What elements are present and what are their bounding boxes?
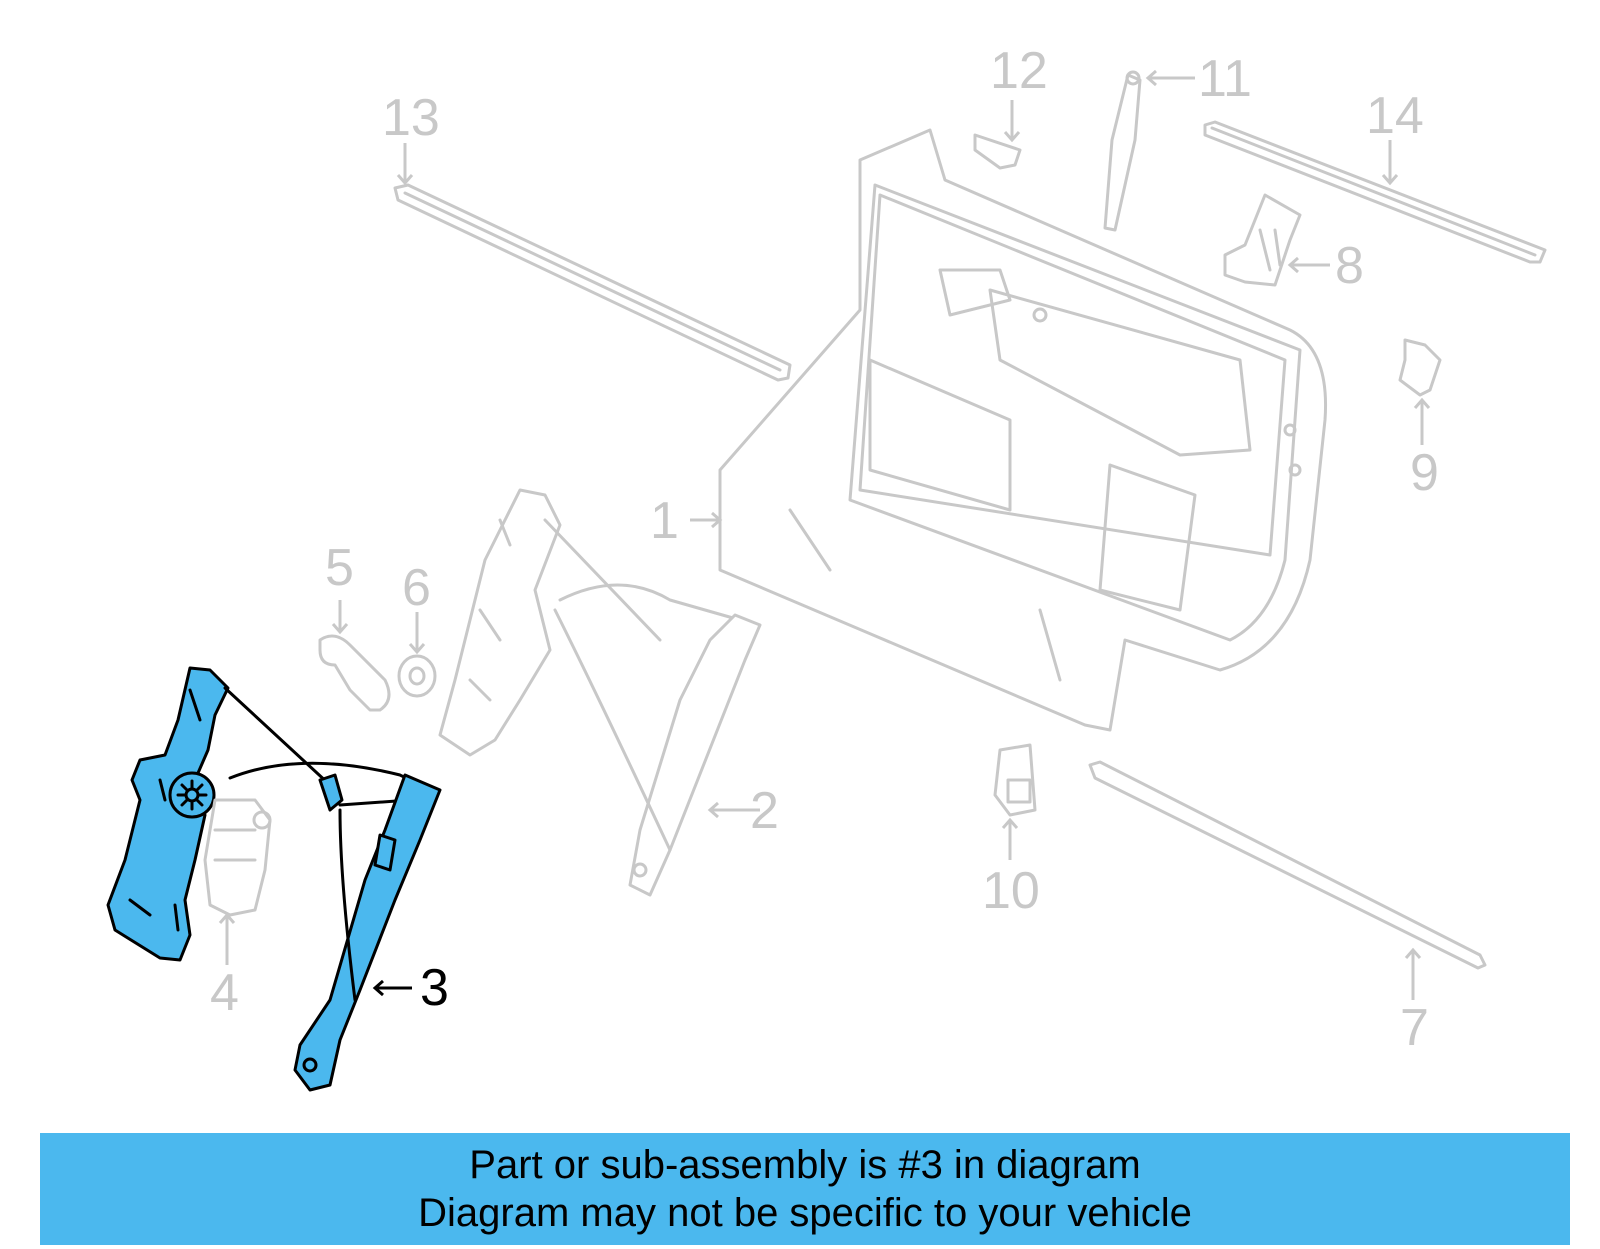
part-4-motor[interactable] [203,798,272,917]
label-11: 11 [1198,50,1252,108]
label-14: 14 [1366,87,1424,145]
label-3: 3 [420,959,449,1017]
part-1-door-shell[interactable] [718,128,1328,732]
caption-line-2: Diagram may not be specific to your vehi… [418,1191,1192,1235]
callout-arrows [218,69,1431,1000]
label-7: 7 [1400,999,1429,1057]
label-9: 9 [1410,444,1439,502]
label-4: 4 [210,964,239,1022]
label-13: 13 [382,89,440,147]
part-6-bushing[interactable] [397,654,437,698]
label-2: 2 [750,782,779,840]
part-8-bracket[interactable] [1223,193,1302,287]
part-7-rod[interactable] [1088,760,1487,970]
part-14-weatherstrip[interactable] [1203,120,1547,264]
part-9-clip[interactable] [1398,338,1442,397]
part-11-channel[interactable] [1103,70,1142,232]
caption-banner: Part or sub-assembly is #3 in diagram Di… [40,1133,1570,1245]
label-6: 6 [402,559,431,617]
label-1: 1 [650,492,679,550]
caption-line-1: Part or sub-assembly is #3 in diagram [469,1143,1141,1187]
part-12-clip[interactable] [973,133,1022,170]
parts-diagram: 1 2 3 4 5 6 7 8 9 10 11 12 13 14 [106,42,1547,1092]
label-12: 12 [990,42,1048,100]
part-10-latch[interactable] [993,743,1037,817]
label-10: 10 [982,862,1040,920]
part-13-weatherstrip[interactable] [393,183,792,382]
callout-labels: 1 2 3 4 5 6 7 8 9 10 11 12 13 14 [210,42,1439,1057]
part-5-crank-handle[interactable] [318,634,391,712]
label-8: 8 [1335,237,1364,295]
label-5: 5 [325,539,354,597]
part-2-regulator[interactable] [438,488,762,897]
part-3-window-regulator[interactable] [106,666,442,1092]
